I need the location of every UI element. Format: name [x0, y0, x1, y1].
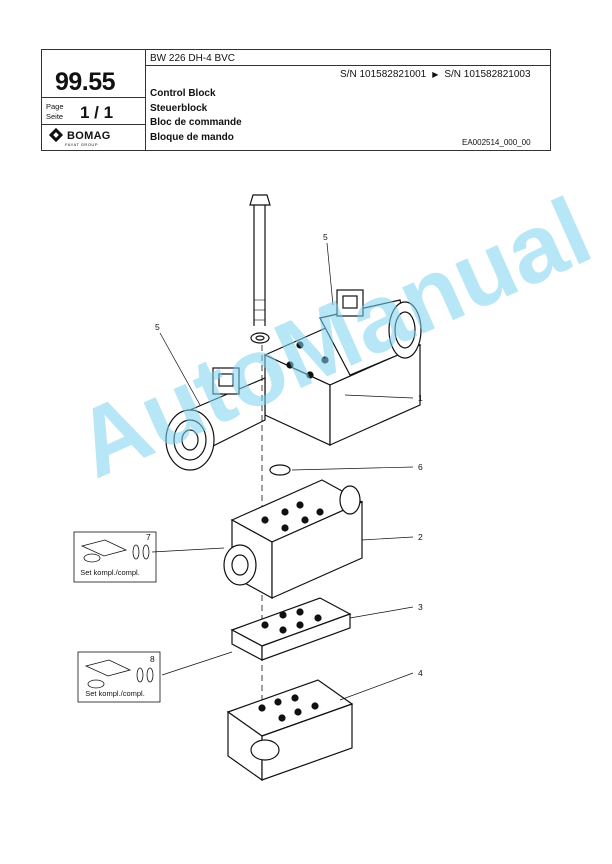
bomag-diamond-icon: [48, 127, 64, 143]
kit-label: Set kompl./compl.: [85, 689, 145, 698]
brand-name: BOMAG: [67, 130, 111, 142]
adapter-plate: [230, 597, 352, 661]
model-name: BW 226 DH-4 BVC: [150, 53, 236, 64]
title-es: Bloque de mando: [150, 131, 234, 143]
title-fr: Bloc de commande: [150, 117, 242, 128]
page-label-en: Page: [46, 102, 64, 111]
header-divider-vertical: [145, 50, 146, 150]
header-divider: [42, 97, 145, 98]
header-block: BW 226 DH-4 BVC S/N 101582821001▶S/N 101…: [41, 49, 551, 151]
solenoid-left: [165, 367, 266, 471]
brand-subtitle: FAYAT GROUP: [65, 142, 98, 147]
callout-number: 1: [418, 393, 423, 403]
solenoid-right: [319, 289, 422, 376]
arrow-right-icon: ▶: [432, 70, 439, 79]
header-divider: [145, 65, 550, 66]
title-en: Control Block: [150, 88, 216, 99]
page-label: Page Seite: [46, 102, 64, 122]
part-titles: Control Block Steuerblock Bloc de comman…: [150, 87, 242, 145]
page-number: 1 / 1: [80, 103, 114, 122]
callout-number: 3: [418, 602, 423, 612]
base-block: [226, 679, 354, 782]
seal-kit-box-8: Set kompl./compl.: [77, 651, 161, 703]
intermediate-block: [223, 479, 364, 600]
serial-to: S/N 101582821003: [444, 69, 531, 80]
title-de: Steuerblock: [150, 102, 208, 114]
callout-number: 4: [418, 668, 423, 678]
serial-range: S/N 101582821001 ▶ S/N 101582821003: [340, 69, 531, 80]
seal-kit-box-7: Set kompl./compl.: [73, 531, 157, 583]
callout-number: 7: [146, 532, 151, 542]
kit-label: Set kompl./compl.: [80, 568, 140, 577]
callout-number: 2: [418, 532, 423, 542]
bomag-logo: BOMAG: [48, 127, 111, 143]
header-divider: [42, 124, 145, 125]
callout-number: 5: [155, 322, 160, 332]
page-label-de: Seite: [46, 112, 64, 121]
group-code: 99.55: [55, 68, 116, 96]
callout-number: 5: [323, 232, 328, 242]
bolt: [249, 194, 271, 344]
seal-ring: [269, 464, 291, 476]
document-id: EA002514_000_00: [462, 138, 531, 147]
callout-number: 6: [418, 462, 423, 472]
callout-number: 8: [150, 654, 155, 664]
serial-from: S/N 101582821001: [340, 69, 427, 80]
exploded-parts-drawing: Set kompl./compl. Set kompl./compl. 5 5 …: [73, 194, 423, 782]
leader-lines: [151, 242, 414, 701]
